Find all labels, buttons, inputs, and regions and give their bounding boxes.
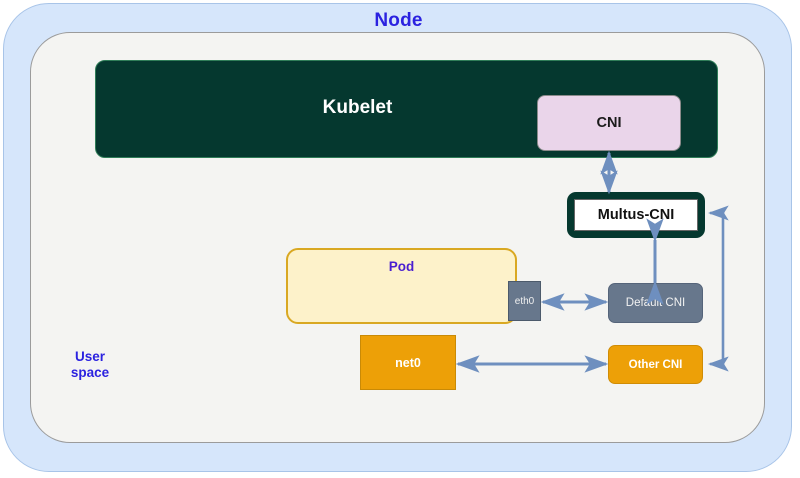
cni-box[interactable]: CNI [537,95,681,151]
net0-label: net0 [395,355,421,370]
cni-label: CNI [596,115,622,131]
kubelet-label: Kubelet [322,97,393,118]
userspace-label: User space [50,349,130,381]
multus-cni-label: Multus-CNI [597,207,675,223]
userspace-label-line2: space [70,365,110,380]
net0-interface-box[interactable]: net0 [360,335,456,390]
multus-cni-inner: Multus-CNI [574,199,698,231]
other-cni-box[interactable]: Other CNI [608,345,703,384]
eth0-interface-box[interactable]: eth0 [508,281,541,321]
multus-cni-box[interactable]: Multus-CNI [567,192,705,238]
node-title: Node [374,10,423,31]
pod-box[interactable]: Pod [286,248,517,324]
other-cni-label: Other CNI [628,358,683,371]
default-cni-label: Default CNI [625,297,686,309]
eth0-label: eth0 [514,295,535,307]
pod-label: Pod [388,259,415,274]
userspace-label-line1: User [74,349,106,364]
default-cni-box[interactable]: Default CNI [608,283,703,323]
